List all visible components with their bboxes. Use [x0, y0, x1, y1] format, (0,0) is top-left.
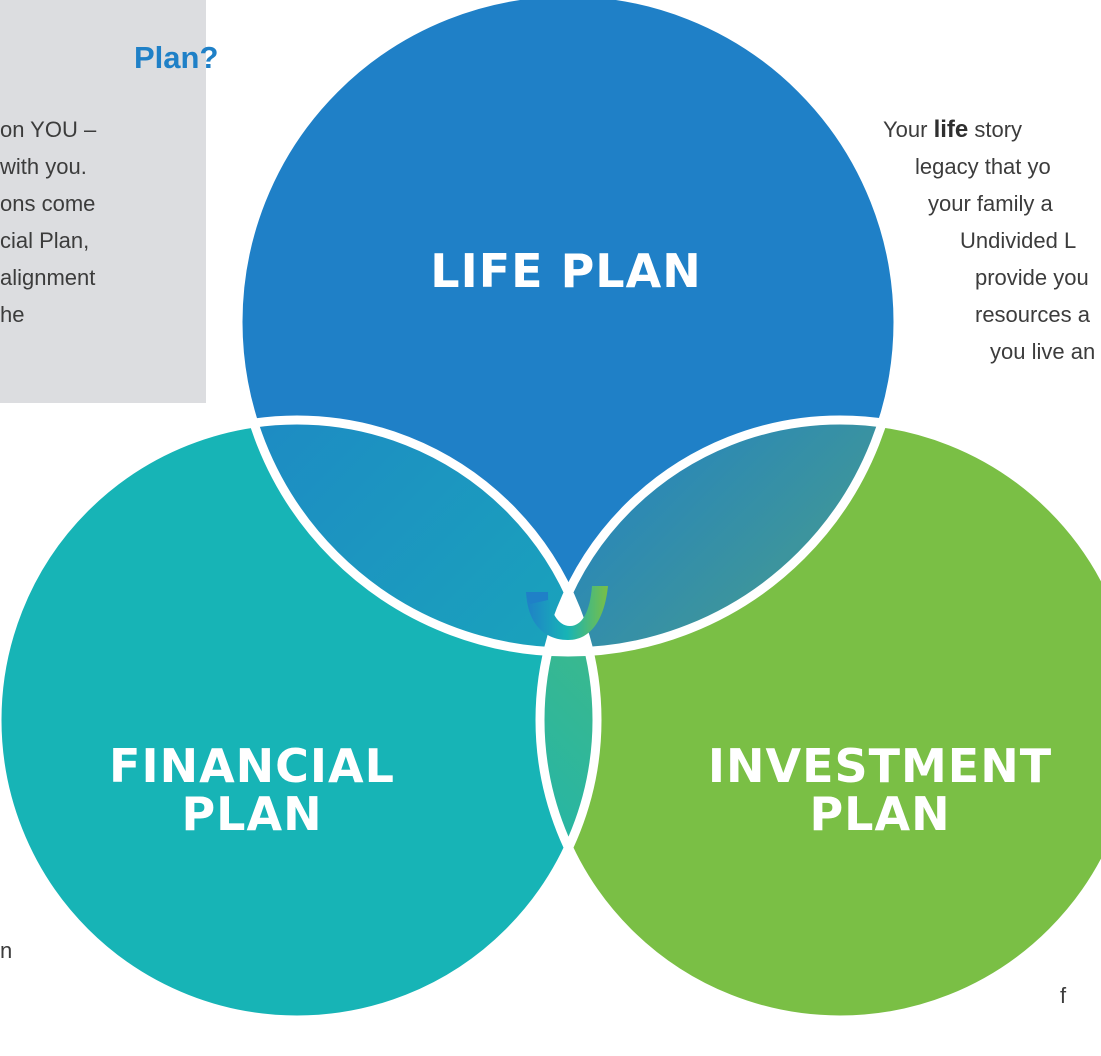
u-logo-icon: [526, 586, 608, 640]
right-text-line: resources a: [975, 302, 1090, 327]
overlap-life-investment: [540, 420, 898, 652]
stray-text-right: f: [1060, 983, 1067, 1008]
sidebar-text-line: on YOU –: [0, 117, 97, 142]
sidebar-text-line: he: [0, 302, 25, 327]
sidebar-text-line: ons come: [0, 191, 96, 216]
right-text-line: legacy that yo: [915, 154, 1051, 179]
right-text-line: your family a: [928, 191, 1053, 216]
investment-plan-outline: [535, 415, 1101, 1025]
sidebar-title: Plan?: [134, 40, 219, 75]
stray-text-left: n: [0, 938, 13, 963]
financial-plan-label-2: PLAN: [181, 787, 322, 841]
sidebar-panel: [0, 0, 206, 403]
financial-plan-outline: [0, 415, 602, 1025]
right-text-line-1: Your life story: [883, 116, 1023, 143]
life-plan-label: LIFE PLAN: [430, 244, 701, 298]
right-text-line: you live an: [990, 339, 1096, 364]
sidebar-text-line: cial Plan,: [0, 228, 90, 253]
sidebar-text-line: alignment: [0, 265, 96, 290]
right-text-line: Undivided L: [960, 228, 1077, 253]
investment-plan-label-1: INVESTMENT: [708, 739, 1052, 793]
investment-plan-label-2: PLAN: [809, 787, 950, 841]
sidebar-text-line: with you.: [0, 154, 87, 179]
life-bold-word: life: [933, 116, 969, 143]
financial-plan-label-1: FINANCIAL: [109, 739, 395, 793]
right-text-line: provide you: [975, 265, 1089, 290]
overlap-life-financial: [238, 420, 597, 652]
life-plan-outline: [233, 0, 903, 657]
